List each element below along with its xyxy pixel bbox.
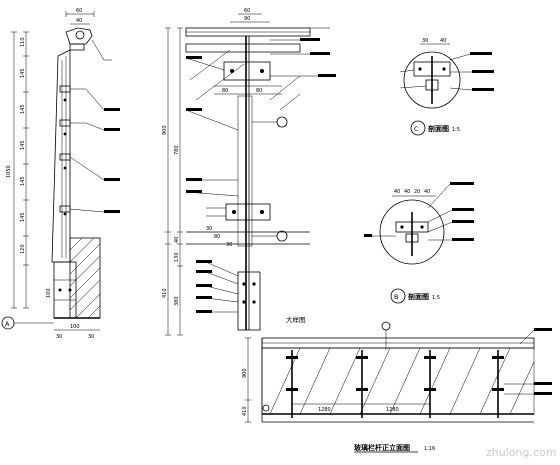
elevation-base-dim: 410 [242, 406, 248, 416]
elevation-height-dim: 900 [242, 368, 248, 378]
elevation: 大样图 [242, 315, 552, 453]
section-b-scale: 1:5 [432, 295, 440, 301]
section-c-title: 剖面图 [428, 124, 449, 133]
detail-mid-dim-410: 410 [162, 288, 168, 298]
detail-a-bottom-dim-2: 100 [70, 324, 80, 330]
detail-a-dim-2: 145 [20, 68, 26, 78]
detail-a-bubble: A [5, 320, 10, 328]
detail-mid-dim-780: 780 [174, 145, 180, 155]
detail-a-bottom-dim-1: 30 [56, 334, 62, 340]
detail-a-dim-5: 145 [20, 176, 26, 186]
detail-mid-lower-dim-2: 80 [214, 234, 220, 240]
section-c-letter: C [414, 125, 419, 133]
detail-a-top-dim-1: 60 [76, 8, 82, 14]
detail-a-top-dim-2: 40 [76, 18, 82, 24]
section-c: 30 40 C 剖面图 1:5 [399, 38, 494, 136]
detail-mid-dim-380: 380 [174, 296, 180, 306]
detail-mid-top-dim-2: 90 [244, 16, 250, 22]
section-b-dim-1: 40 [394, 189, 400, 195]
elevation-large-label: 大样图 [286, 315, 306, 324]
detail-mid-top-dim-1: 60 [244, 8, 250, 14]
detail-mid-dim-40: 40 [174, 237, 180, 243]
detail-a-dim-6: 145 [20, 212, 26, 222]
section-b: 40 40 20 40 B 剖面图 1:5 [364, 182, 474, 304]
elevation-span-1: 1280 [318, 407, 331, 413]
detail-a-bottom-dim-3: 30 [88, 334, 94, 340]
detail-a-dim-1: 110 [20, 37, 26, 47]
detail-mid-plate-dim-1: 80 [222, 88, 228, 94]
section-b-dim-3: 20 [414, 189, 420, 195]
detail-mid-dim-130: 130 [174, 252, 180, 262]
detail-mid-lower-dim-1: 30 [206, 226, 212, 232]
elevation-title: 玻璃栏杆正立面图 [354, 443, 410, 452]
detail-a-overall-dim: 1050 [6, 165, 12, 178]
section-c-dim-1: 30 [422, 38, 428, 44]
detail-a-dim-7: 120 [20, 244, 26, 254]
detail-a-dim-3: 145 [20, 104, 26, 114]
detail-mid-plate-dim-2: 80 [256, 88, 262, 94]
elevation-span-2: 1280 [386, 407, 399, 413]
section-b-letter: B [394, 293, 398, 301]
detail-a-section: 1050 110 145 145 145 145 145 120 60 40 [1, 8, 120, 340]
section-b-dim-4: 40 [424, 189, 430, 195]
section-c-dim-2: 40 [440, 38, 446, 44]
section-b-dim-2: 40 [404, 189, 410, 195]
detail-mid-section: 900 410 780 40 130 380 60 90 [162, 8, 336, 336]
detail-mid-dim-900: 900 [162, 125, 168, 135]
detail-a-dim-4: 145 [20, 140, 26, 150]
detail-a-base-dim: 100 [46, 288, 52, 298]
section-b-title: 剖面图 [408, 292, 429, 301]
section-c-scale: 1:5 [452, 127, 460, 133]
elevation-scale: 1:16 [424, 446, 435, 452]
detail-mid-lower-dim-3: 30 [226, 242, 232, 248]
watermark: zhulong.com [486, 446, 556, 459]
